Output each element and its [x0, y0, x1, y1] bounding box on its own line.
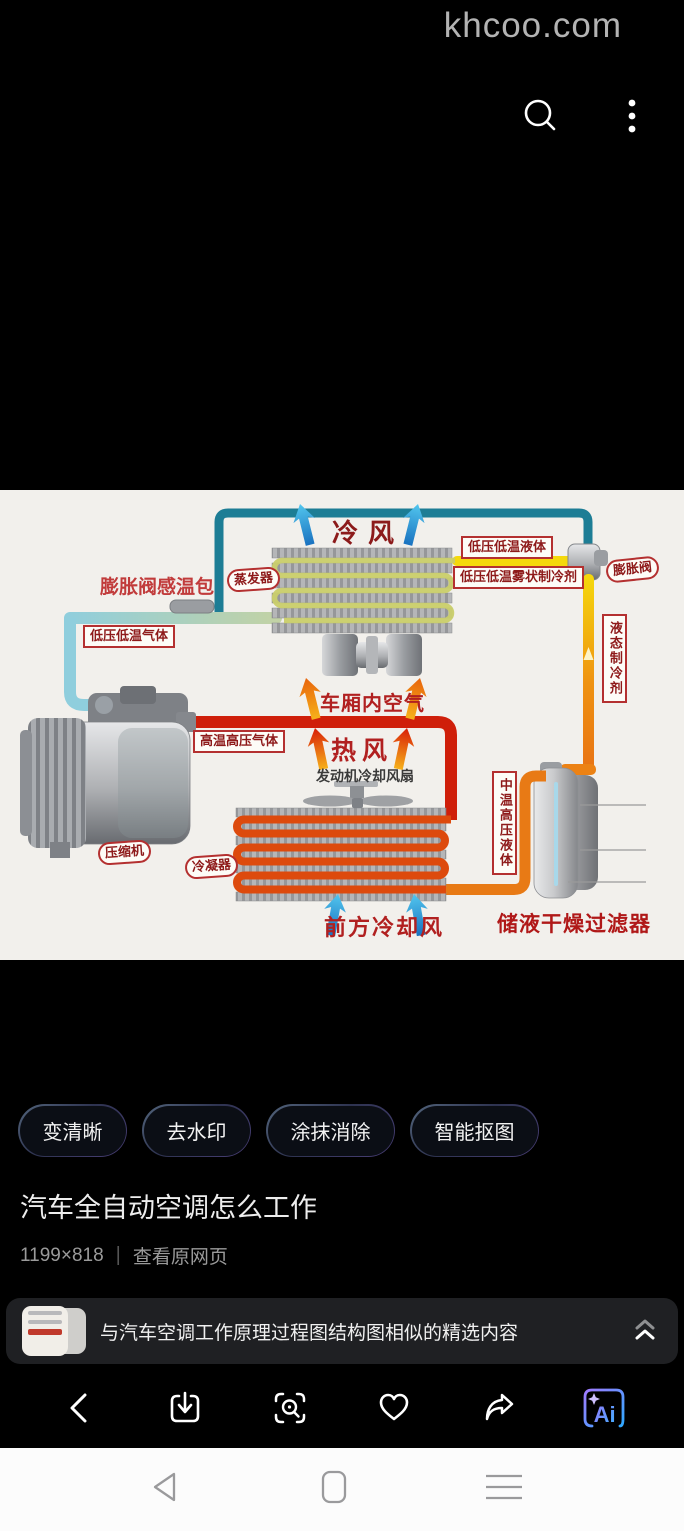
ac-diagram-image[interactable]: 冷风 低压低温液体 膨胀阀 低压低温雾状制冷剂 蒸发器 膨胀阀感温包 低压低温气…: [0, 490, 684, 960]
nav-recents-button[interactable]: [484, 1467, 524, 1507]
visual-search-button[interactable]: [262, 1380, 318, 1436]
image-resolution: 1199×818: [20, 1244, 104, 1266]
diagram-liquid-refrigerant-label: 液态制冷剂: [602, 614, 627, 703]
download-button[interactable]: [157, 1380, 213, 1436]
smart-cutout-button[interactable]: 智能抠图: [410, 1104, 539, 1157]
diagram-front-cooling-wind-label: 前方冷却风: [324, 915, 445, 940]
favorite-button[interactable]: [366, 1380, 422, 1436]
view-original-link[interactable]: 查看原网页: [132, 1247, 228, 1268]
sparkle-icon: [587, 1393, 600, 1405]
search-icon: [524, 99, 556, 131]
ac-diagram-art: [20, 501, 646, 938]
meta-divider: |: [115, 1244, 121, 1266]
diagram-lp-lt-gas-label: 低压低温气体: [83, 625, 176, 648]
more-options-button[interactable]: [604, 88, 660, 144]
erase-button[interactable]: 涂抹消除: [266, 1104, 395, 1157]
diagram-ht-hp-gas-label: 高温高压气体: [193, 730, 286, 753]
scan-search-icon: [274, 1392, 305, 1424]
related-thumbnail: [22, 1305, 88, 1357]
expand-up-icon[interactable]: [628, 1314, 662, 1348]
system-nav-bar: [0, 1448, 684, 1531]
ai-assistant-button[interactable]: Ai: [576, 1380, 632, 1436]
diagram-cabin-air-label: 车厢内空气: [320, 693, 425, 715]
back-chevron-icon: [70, 1393, 87, 1423]
diagram-compressor-label: 压缩机: [97, 839, 152, 866]
nav-back-button[interactable]: [148, 1467, 188, 1507]
ai-label: Ai: [593, 1402, 616, 1427]
watermark-text: khcoo.com: [443, 6, 622, 45]
image-action-row: 变清晰 去水印 涂抹消除 智能抠图: [18, 1104, 539, 1157]
share-button[interactable]: [471, 1380, 527, 1436]
share-icon: [485, 1393, 514, 1421]
nav-back-triangle-icon: [153, 1472, 176, 1502]
diagram-evaporator-label: 蒸发器: [226, 566, 281, 593]
diagram-engine-fan-label: 发动机冷却风扇: [316, 768, 414, 784]
diagram-hot-wind-label: 热风: [331, 737, 394, 765]
related-content-bar[interactable]: 与汽车空调工作原理过程图结构图相似的精选内容: [6, 1298, 678, 1364]
nav-home-button[interactable]: [314, 1467, 354, 1507]
diagram-cold-wind-label: 冷风: [332, 518, 405, 548]
download-icon: [170, 1391, 200, 1423]
enhance-button[interactable]: 变清晰: [18, 1104, 127, 1157]
diagram-lp-lt-liquid-label: 低压低温液体: [461, 536, 554, 559]
diagram-condenser-label: 冷凝器: [184, 853, 239, 880]
image-title: 汽车全自动空调怎么工作: [20, 1193, 317, 1223]
diagram-receiver-drier-label: 储液干燥过滤器: [497, 913, 651, 936]
remove-watermark-button[interactable]: 去水印: [142, 1104, 251, 1157]
nav-home-square-icon: [321, 1470, 347, 1504]
diagram-lp-lt-mist-label: 低压低温雾状制冷剂: [453, 566, 585, 589]
bottom-toolbar: Ai: [0, 1368, 684, 1448]
diagram-sensing-bulb-label: 膨胀阀感温包: [100, 577, 215, 598]
kebab-menu-icon: [628, 99, 636, 133]
diagram-mt-hp-liquid-label: 中温高压液体: [492, 771, 517, 875]
heart-icon: [379, 1393, 409, 1421]
ai-frame-icon: [583, 1388, 625, 1428]
nav-recents-lines-icon: [486, 1474, 522, 1500]
back-button[interactable]: [52, 1380, 108, 1436]
related-content-text: 与汽车空调工作原理过程图结构图相似的精选内容: [100, 1322, 519, 1344]
search-button[interactable]: [512, 88, 568, 144]
